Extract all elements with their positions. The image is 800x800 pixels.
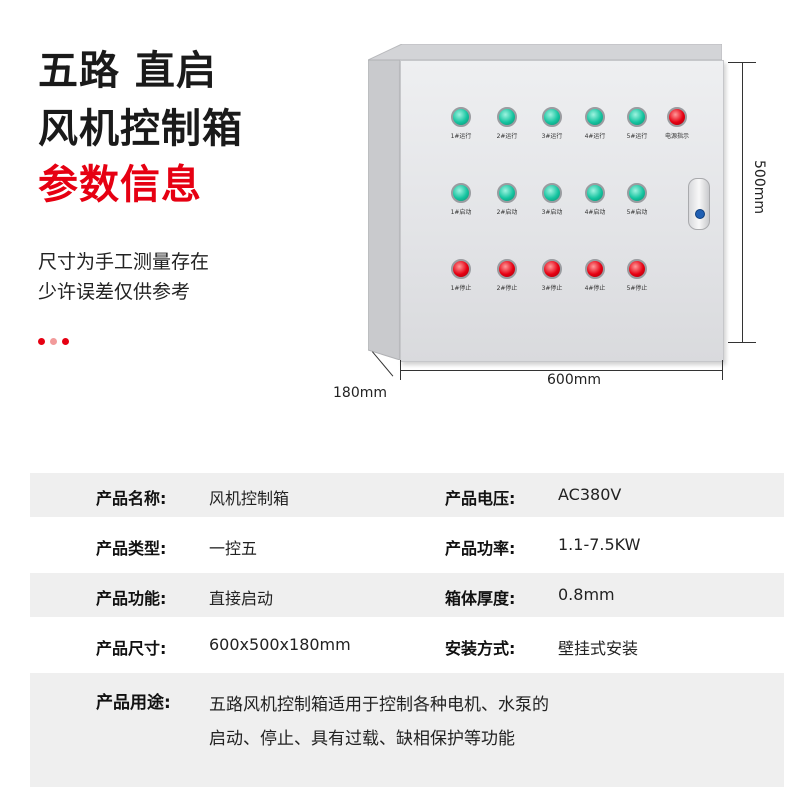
stop-button-3: 3#停止	[530, 259, 574, 292]
button-label: 3#停止	[541, 285, 563, 292]
push-button-icon	[585, 259, 605, 279]
button-label: 5#启动	[626, 209, 648, 216]
usage-value: 五路风机控制箱适用于控制各种电机、水泵的 启动、停止、具有过载、缺相保护等功能	[209, 688, 649, 756]
button-label: 5#停止	[626, 285, 648, 292]
lamp-label: 3#运行	[541, 133, 563, 140]
power-lamp: 电源指示	[655, 107, 699, 140]
spec-key: 产品尺寸:	[96, 639, 167, 658]
spec-key: 箱体厚度:	[445, 589, 516, 608]
door-handle-icon	[688, 178, 710, 230]
lamp-label: 1#运行	[450, 133, 472, 140]
button-label: 3#启动	[541, 209, 563, 216]
push-button-icon	[585, 183, 605, 203]
spec-value: 直接启动	[209, 589, 274, 608]
spec-row: 产品尺寸: 600x500x180mm 安装方式: 壁挂式安装	[30, 623, 784, 667]
push-button-icon	[542, 259, 562, 279]
lock-icon	[695, 209, 705, 219]
lamp-label: 电源指示	[664, 133, 689, 140]
dimension-cap	[728, 342, 756, 343]
stop-button-1: 1#停止	[439, 259, 483, 292]
title-line-1: 五路 直启	[38, 48, 217, 94]
stop-button-5: 5#停止	[615, 259, 659, 292]
push-button-icon	[497, 259, 517, 279]
push-button-icon	[542, 183, 562, 203]
spec-value: 1.1-7.5KW	[558, 535, 641, 554]
dimension-cap	[400, 360, 401, 380]
indicator-light-icon	[497, 107, 517, 127]
run-lamp-3: 3#运行	[530, 107, 574, 140]
run-lamp-2: 2#运行	[485, 107, 529, 140]
note-line-2: 少许误差仅供参考	[38, 281, 191, 303]
usage-line-1: 五路风机控制箱适用于控制各种电机、水泵的	[209, 695, 549, 715]
button-label: 4#启动	[584, 209, 606, 216]
dot-icon	[38, 338, 45, 345]
spec-value: 风机控制箱	[209, 489, 290, 508]
button-label: 4#停止	[584, 285, 606, 292]
lamp-label: 4#运行	[584, 133, 606, 140]
button-row-stop: 1#停止 2#停止 3#停止 4#停止 5#停止	[401, 259, 723, 299]
depth-dimension: 180mm	[333, 385, 387, 401]
usage-line-2: 启动、停止、具有过载、缺相保护等功能	[209, 729, 515, 749]
spec-row: 产品功能: 直接启动 箱体厚度: 0.8mm	[30, 573, 784, 617]
dot-icon	[62, 338, 69, 345]
button-label: 1#启动	[450, 209, 472, 216]
spec-key: 产品类型:	[96, 539, 167, 558]
run-lamp-4: 4#运行	[573, 107, 617, 140]
title-line-3: 参数信息	[38, 162, 202, 208]
indicator-light-icon	[585, 107, 605, 127]
start-button-1: 1#启动	[439, 183, 483, 216]
height-dimension: 500mm	[751, 160, 767, 214]
spec-row: 产品类型: 一控五 产品功率: 1.1-7.5KW	[30, 523, 784, 567]
width-dimension-line	[400, 370, 722, 371]
spec-value: AC380V	[558, 485, 622, 504]
indicator-light-icon	[627, 107, 647, 127]
indicator-light-icon	[451, 107, 471, 127]
run-lamp-1: 1#运行	[439, 107, 483, 140]
spec-key: 产品功能:	[96, 589, 167, 608]
indicator-row-run: 1#运行 2#运行 3#运行 4#运行 5#运行 电源指示	[401, 107, 723, 147]
button-label: 2#停止	[496, 285, 518, 292]
indicator-light-icon	[542, 107, 562, 127]
spec-row: 产品名称: 风机控制箱 产品电压: AC380V	[30, 473, 784, 517]
push-button-icon	[497, 183, 517, 203]
cabinet-top-edge	[368, 44, 722, 60]
start-button-2: 2#启动	[485, 183, 529, 216]
cabinet-front-panel: 1#运行 2#运行 3#运行 4#运行 5#运行 电源指示 1#启动 2#启动 …	[400, 60, 724, 362]
button-row-start: 1#启动 2#启动 3#启动 4#启动 5#启动	[401, 183, 723, 223]
push-button-icon	[451, 183, 471, 203]
spec-value: 600x500x180mm	[209, 635, 351, 654]
dimension-cap	[722, 360, 723, 380]
stop-button-2: 2#停止	[485, 259, 529, 292]
start-button-3: 3#启动	[530, 183, 574, 216]
spec-key: 安装方式:	[445, 639, 516, 658]
push-button-icon	[627, 259, 647, 279]
width-dimension: 600mm	[547, 372, 601, 388]
dimension-cap	[728, 62, 756, 63]
title-line-2: 风机控制箱	[38, 106, 243, 152]
usage-row: 产品用途: 五路风机控制箱适用于控制各种电机、水泵的 启动、停止、具有过载、缺相…	[30, 673, 784, 787]
start-button-4: 4#启动	[573, 183, 617, 216]
indicator-light-icon	[667, 107, 687, 127]
button-label: 1#停止	[450, 285, 472, 292]
spec-value: 0.8mm	[558, 585, 615, 604]
spec-key: 产品电压:	[445, 489, 516, 508]
height-dimension-line	[742, 62, 743, 342]
lamp-label: 2#运行	[496, 133, 518, 140]
spec-value: 一控五	[209, 539, 258, 558]
button-label: 2#启动	[496, 209, 518, 216]
spec-value: 壁挂式安装	[558, 639, 639, 658]
decorative-dots	[38, 338, 69, 345]
push-button-icon	[451, 259, 471, 279]
cabinet-side-panel	[368, 59, 401, 360]
spec-key: 产品名称:	[96, 489, 167, 508]
note-line-1: 尺寸为手工测量存在	[38, 251, 210, 273]
dot-icon	[50, 338, 57, 345]
usage-key: 产品用途:	[96, 693, 171, 713]
run-lamp-5: 5#运行	[615, 107, 659, 140]
spec-key: 产品功率:	[445, 539, 516, 558]
lamp-label: 5#运行	[626, 133, 648, 140]
stop-button-4: 4#停止	[573, 259, 617, 292]
start-button-5: 5#启动	[615, 183, 659, 216]
push-button-icon	[627, 183, 647, 203]
